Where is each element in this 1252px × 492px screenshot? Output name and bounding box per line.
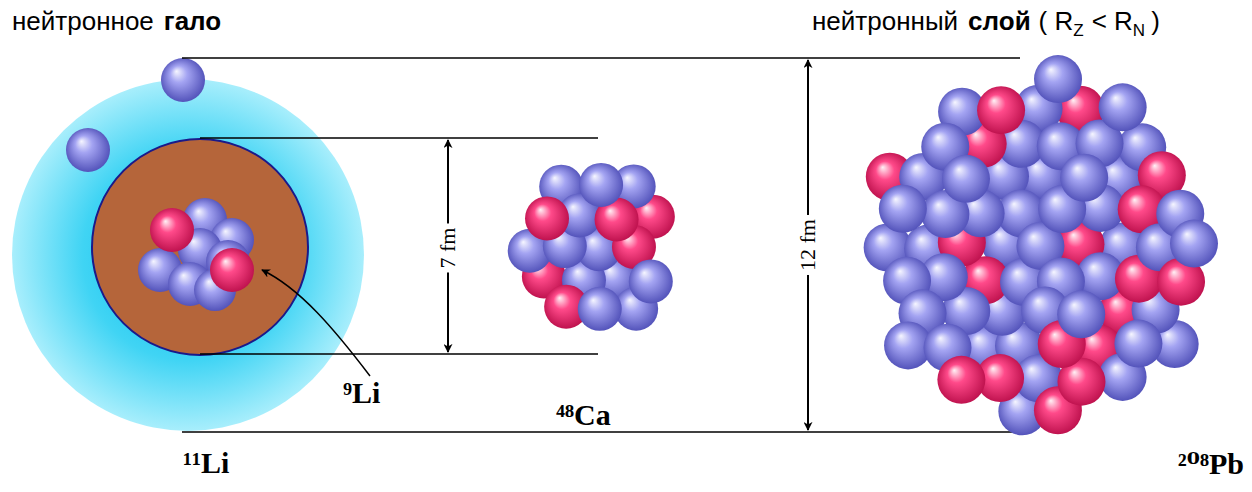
proton-sphere <box>977 86 1025 134</box>
halo-neutron <box>161 58 205 102</box>
neutron-sphere <box>942 155 990 203</box>
isotope-label: ⁴⁸Ca <box>556 398 611 432</box>
extent-line <box>200 137 598 139</box>
proton-sphere <box>150 208 194 252</box>
dimension-label: 12 fm <box>795 219 821 271</box>
region-label: гало <box>164 6 221 37</box>
label-group: нейтронное гало <box>12 6 221 37</box>
extent-line <box>182 431 1020 433</box>
ca48-nucleus <box>508 163 675 331</box>
extent-line <box>182 57 1020 59</box>
neutron-sphere <box>1034 55 1082 103</box>
neutron-sphere <box>1099 83 1147 131</box>
halo-neutron <box>66 128 110 172</box>
halo-cloud <box>12 79 364 431</box>
neutron-sphere <box>578 287 622 331</box>
label-group: нейтронныйслой( RZ< RN) <box>812 6 1160 37</box>
neutron-sphere <box>879 185 927 233</box>
condition-text: < R <box>1092 6 1133 37</box>
neutron-sphere <box>1114 320 1162 368</box>
condition-subscript: N <box>1133 21 1145 41</box>
label-group: ⁹Li <box>343 376 380 410</box>
isotope-label: ⁹Li <box>343 376 380 410</box>
neutron-sphere <box>1060 154 1108 202</box>
label-group: 12 fm <box>795 215 821 275</box>
neutron-sphere <box>629 259 673 303</box>
label-group: ²⁰⁸Pb <box>1178 446 1244 481</box>
condition-subscript: Z <box>1073 21 1083 41</box>
pb208-nucleus <box>864 55 1218 435</box>
region-label: слой <box>968 6 1031 37</box>
proton-sphere <box>525 196 569 240</box>
neutron-sphere <box>579 163 623 207</box>
isotope-label: ²⁰⁸Pb <box>1178 446 1244 481</box>
neutron-sphere <box>1057 290 1105 338</box>
condition-text: ) <box>1151 6 1160 37</box>
proton-sphere <box>937 356 985 404</box>
condition-text: ( R <box>1039 6 1074 37</box>
region-label: нейтронный <box>812 6 958 37</box>
proton-sphere <box>210 248 254 292</box>
label-group: 7 fm <box>435 224 461 273</box>
isotope-label: ¹¹Li <box>183 446 229 480</box>
label-group: ⁴⁸Ca <box>556 398 611 432</box>
li9-core <box>138 198 254 311</box>
core-region <box>92 139 308 355</box>
extent-line <box>200 353 598 355</box>
dimension-label: 7 fm <box>435 228 461 269</box>
leader-arrow <box>262 270 370 376</box>
region-label: нейтронное <box>12 6 154 37</box>
label-group: ¹¹Li <box>183 446 229 480</box>
neutron-sphere <box>1170 220 1218 268</box>
